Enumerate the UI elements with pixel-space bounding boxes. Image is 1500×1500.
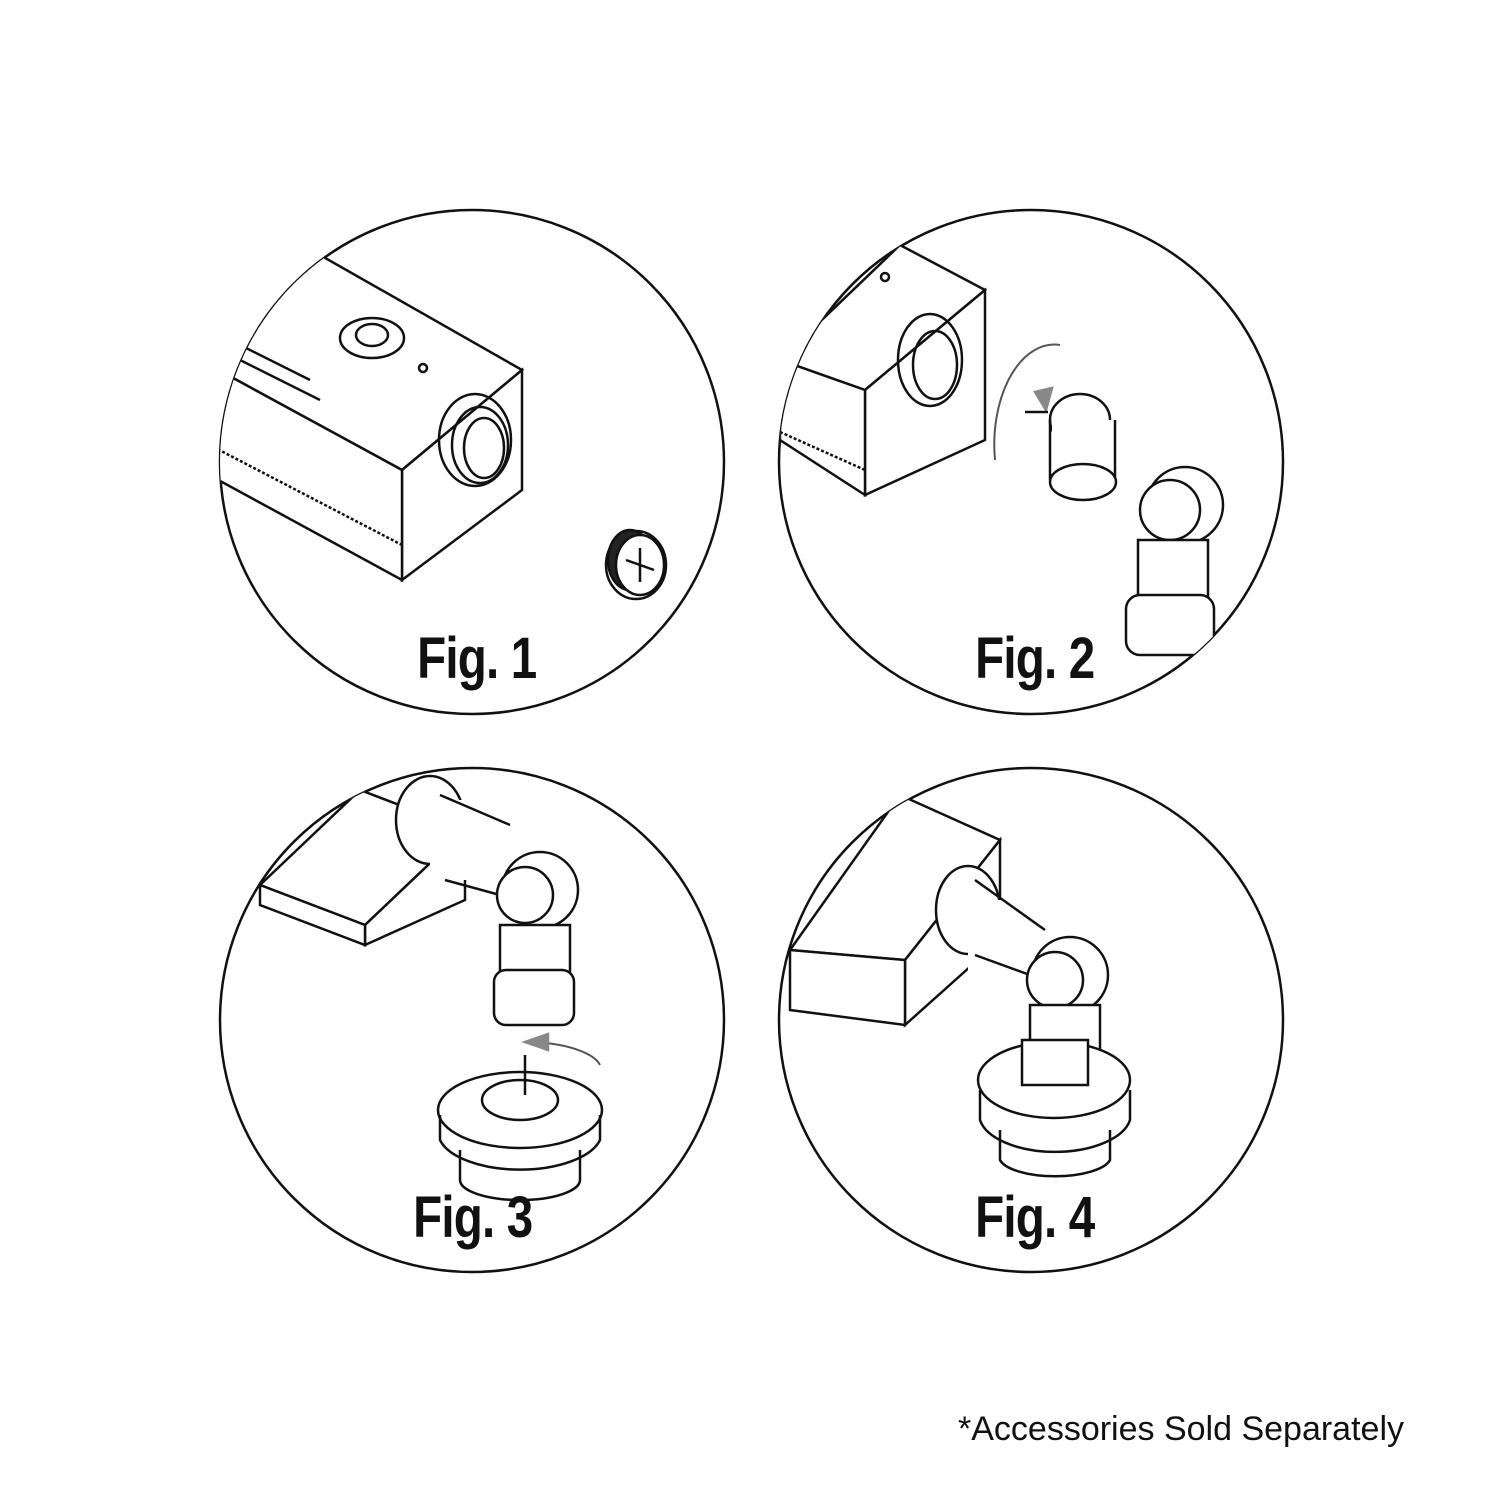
figure-2-label: Fig. 2 <box>975 626 1095 691</box>
figure-3-label: Fig. 3 <box>413 1185 533 1250</box>
figure-3-illustration <box>218 766 726 1274</box>
figure-2-illustration <box>777 208 1285 716</box>
figure-1-illustration <box>218 208 726 716</box>
figure-4-label: Fig. 4 <box>975 1185 1095 1250</box>
figure-4-illustration <box>777 766 1285 1274</box>
figure-1-label: Fig. 1 <box>417 626 537 691</box>
accessories-footnote: *Accessories Sold Separately <box>958 1410 1405 1448</box>
